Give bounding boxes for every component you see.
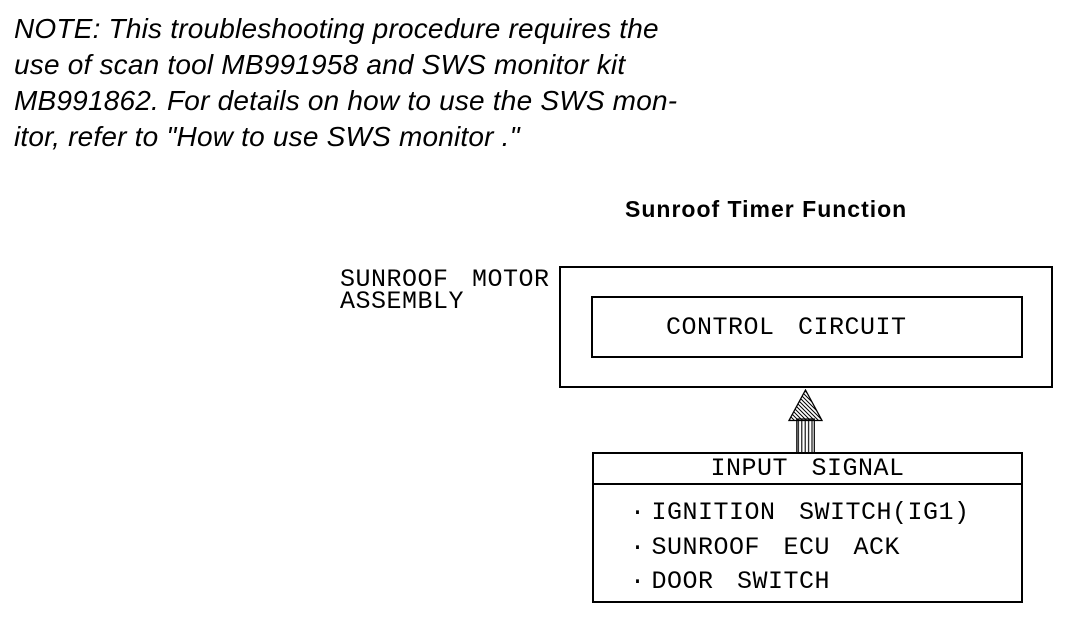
list-item: ·IGNITION SWITCH(IG1) (630, 496, 1021, 531)
assembly-label-line-1: SUNROOF MOTOR (340, 265, 550, 294)
input-signal-header: INPUT SIGNAL (594, 454, 1021, 485)
list-item: ·SUNROOF ECU ACK (630, 531, 1021, 566)
figure-title: Sunroof Timer Function (625, 196, 908, 222)
control-circuit-box: CONTROL CIRCUIT (591, 296, 1023, 358)
bullet-icon: · (630, 532, 646, 562)
note-line-3: MB991862. For details on how to use the … (14, 85, 678, 116)
note-line-2: use of scan tool MB991958 and SWS monito… (14, 49, 626, 80)
note-line-1: NOTE: This troubleshooting procedure req… (14, 13, 659, 44)
note-line-4: itor, refer to "How to use SWS monitor .… (14, 121, 520, 152)
sunroof-motor-assembly-box (559, 266, 1053, 388)
bullet-icon: · (630, 567, 646, 596)
up-arrow-icon (787, 389, 824, 453)
input-signal-title: INPUT SIGNAL (710, 454, 905, 483)
note-paragraph: NOTE: This troubleshooting procedure req… (14, 11, 677, 155)
bullet-icon: · (630, 498, 646, 527)
control-circuit-label: CONTROL CIRCUIT (666, 312, 907, 342)
assembly-label-line-2: ASSEMBLY (340, 287, 465, 316)
list-item-label: DOOR SWITCH (651, 567, 831, 596)
sunroof-motor-assembly-label: SUNROOF MOTOR ASSEMBLY (340, 265, 550, 316)
list-item: ·DOOR SWITCH (630, 565, 1021, 600)
list-item-label: SUNROOF ECU ACK (651, 532, 901, 562)
input-signal-box: INPUT SIGNAL ·IGNITION SWITCH(IG1) ·SUNR… (592, 452, 1023, 603)
input-signal-list: ·IGNITION SWITCH(IG1) ·SUNROOF ECU ACK ·… (594, 485, 1021, 600)
list-item-label: IGNITION SWITCH(IG1) (651, 498, 970, 527)
